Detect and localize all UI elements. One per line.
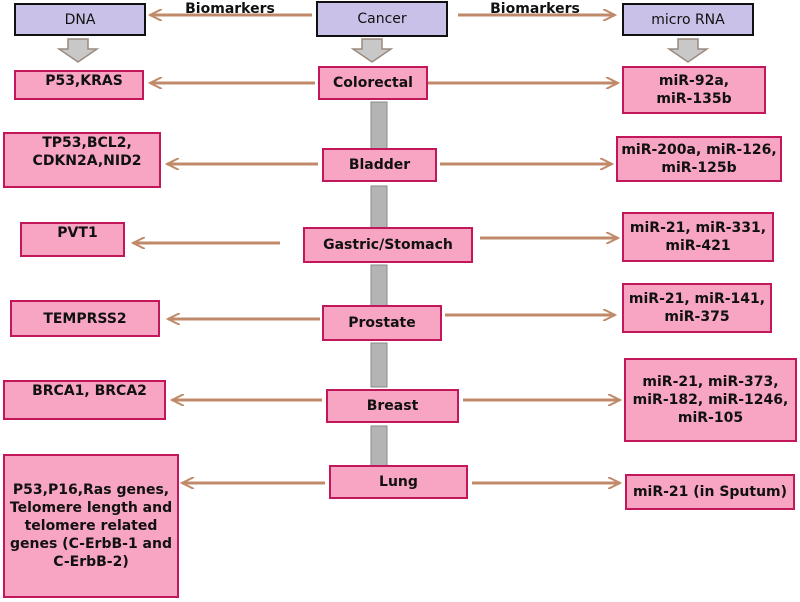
cancer-gastric: Gastric/Stomach (303, 227, 473, 263)
dna-bladder: TP53,BCL2, CDKN2A,NID2 (3, 132, 161, 188)
cancer-bladder: Bladder (322, 148, 437, 182)
micro-rna-header: micro RNA (622, 3, 754, 36)
dna-lung: P53,P16,Ras genes, Telomere length and t… (3, 454, 179, 598)
mirna-gastric: miR-21, miR-331, miR-421 (622, 212, 774, 262)
connector-gastric-prostate (370, 264, 388, 308)
connector-colorectal-bladder (370, 101, 388, 151)
mirna-lung: miR-21 (in Sputum) (625, 474, 795, 510)
cancer-prostate: Prostate (322, 305, 442, 341)
dna-breast: BRCA1, BRCA2 (3, 380, 166, 420)
mirna-colorectal: miR-92a, miR-135b (622, 66, 766, 114)
dna-header: DNA (14, 3, 146, 36)
mirna-prostate: miR-21, miR-141, miR-375 (622, 283, 772, 333)
biomarkers-left-label: Biomarkers (185, 1, 275, 17)
connector-breast-lung (370, 425, 388, 467)
dna-gastric: PVT1 (20, 222, 125, 257)
cancer-colorectal: Colorectal (318, 66, 428, 100)
dna-prostate: TEMPRSS2 (10, 300, 160, 337)
connector-bladder-gastric (370, 185, 388, 229)
down-arrow-dna (56, 38, 100, 63)
cancer-lung: Lung (329, 465, 468, 499)
cancer-breast: Breast (326, 389, 459, 423)
mirna-breast: miR-21, miR-373, miR-182, miR-1246, miR-… (624, 358, 797, 442)
connector-prostate-breast (370, 342, 388, 388)
down-arrow-mirna (666, 38, 710, 63)
down-arrow-cancer (350, 38, 394, 63)
biomarkers-right-label: Biomarkers (490, 1, 580, 17)
dna-colorectal: P53,KRAS (14, 70, 144, 100)
mirna-bladder: miR-200a, miR-126, miR-125b (616, 136, 782, 182)
cancer-header: Cancer (316, 1, 448, 37)
